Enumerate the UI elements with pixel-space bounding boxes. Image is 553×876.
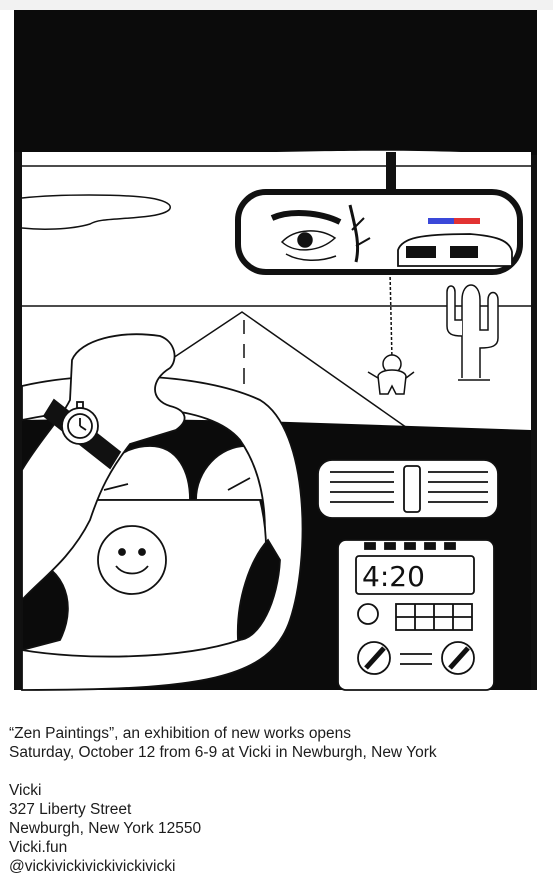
arm-and-hand — [21, 333, 186, 603]
frame-right — [531, 10, 537, 690]
frame-left — [14, 10, 22, 690]
air-vent — [317, 459, 499, 519]
top-bar — [0, 0, 553, 10]
venue-street: 327 Liberty Street — [9, 801, 132, 818]
mirror-police-car — [397, 218, 513, 267]
exhibition-title-line: “Zen Paintings”, an exhibition of new wo… — [9, 725, 352, 742]
exhibition-date-line: Saturday, October 12 from 6-9 at Vicki i… — [9, 744, 437, 761]
exhibition-caption: “Zen Paintings”, an exhibition of new wo… — [9, 724, 549, 876]
radio-panel — [337, 539, 495, 691]
mirror-stem — [386, 152, 396, 194]
car-roof — [14, 10, 537, 155]
venue-name: Vicki — [9, 782, 42, 799]
road — [169, 311, 411, 431]
artwork-illustration: 4:20 — [14, 10, 537, 691]
venue-website: Vicki.fun — [9, 839, 68, 856]
venue-handle: @vickivickivickivickivicki — [9, 858, 176, 875]
cloud — [21, 194, 171, 230]
radio-clock-display: 4:20 — [362, 560, 425, 593]
hanging-bear-ornament — [367, 271, 415, 395]
cactus — [446, 284, 499, 381]
mirror-eye — [270, 204, 371, 263]
venue-city: Newburgh, New York 12550 — [9, 820, 202, 837]
